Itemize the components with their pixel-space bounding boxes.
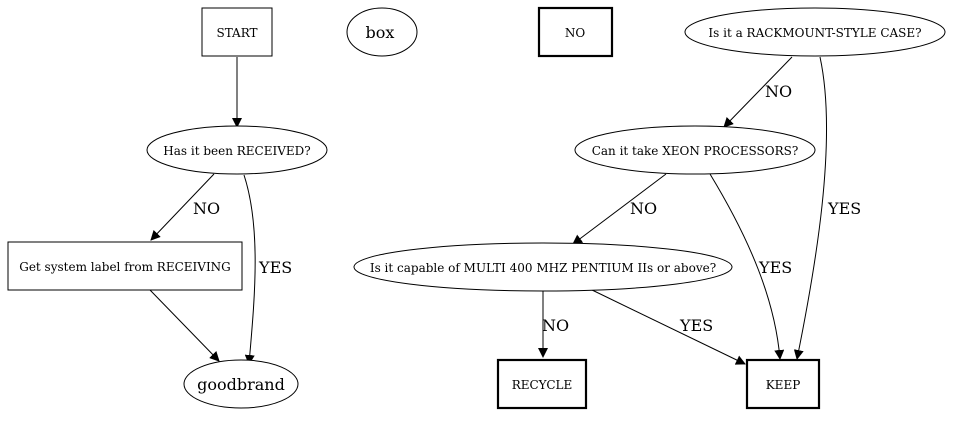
- edge-label-xeon-no: NO: [630, 199, 657, 218]
- edge-label-pentium-yes: YES: [679, 316, 713, 335]
- node-recycle-label: RECYCLE: [512, 378, 573, 392]
- edge-getlabel-goodbrand: [149, 289, 220, 362]
- node-keep: KEEP: [745, 358, 821, 410]
- edge-received-goodbrand: [243, 174, 256, 365]
- edge-label-received-yes: YES: [258, 258, 292, 277]
- edge-label-pentium-no: NO: [542, 316, 569, 335]
- node-pentium-question: Is it capable of MULTI 400 MHZ PENTIUM I…: [353, 242, 733, 292]
- node-get-label-text: Get system label from RECEIVING: [19, 260, 231, 274]
- node-received-question: Has it been RECEIVED?: [146, 125, 328, 175]
- edge-rackmount-xeon: [723, 56, 793, 128]
- node-rackmount-question: Is it a RACKMOUNT-STYLE CASE?: [684, 7, 946, 57]
- edge-pentium-keep: [589, 288, 746, 365]
- edge-label-rackmount-yes: YES: [827, 199, 861, 218]
- edge-xeon-keep: [709, 173, 785, 360]
- node-keep-label: KEEP: [766, 378, 801, 392]
- node-goodbrand-label: goodbrand: [197, 375, 285, 394]
- legend-no-node: NO: [537, 6, 614, 58]
- node-received-label: Has it been RECEIVED?: [163, 144, 310, 158]
- edges: [149, 56, 827, 365]
- legend-box-node: box: [346, 7, 418, 57]
- edge-label-received-no: NO: [193, 199, 220, 218]
- legend-box-label: box: [366, 23, 395, 42]
- node-xeon-question: Can it take XEON PROCESSORS?: [574, 125, 816, 175]
- legend-no-label: NO: [565, 26, 586, 40]
- node-rackmount-label: Is it a RACKMOUNT-STYLE CASE?: [708, 26, 921, 40]
- node-start: START: [201, 7, 273, 57]
- edge-label-xeon-yes: YES: [758, 258, 792, 277]
- node-pentium-label: Is it capable of MULTI 400 MHZ PENTIUM I…: [370, 261, 716, 275]
- node-goodbrand: goodbrand: [183, 359, 299, 409]
- edge-rackmount-keep: [793, 56, 827, 360]
- node-get-label: Get system label from RECEIVING: [7, 241, 243, 291]
- node-xeon-label: Can it take XEON PROCESSORS?: [592, 144, 799, 158]
- edge-xeon-pentium: [572, 173, 667, 245]
- edge-labels: NO YES NO YES NO YES NO YES: [193, 82, 861, 335]
- node-recycle: RECYCLE: [496, 358, 588, 410]
- edge-label-rackmount-no: NO: [765, 82, 792, 101]
- edge-received-getlabel: [150, 173, 215, 241]
- node-start-label: START: [216, 26, 257, 40]
